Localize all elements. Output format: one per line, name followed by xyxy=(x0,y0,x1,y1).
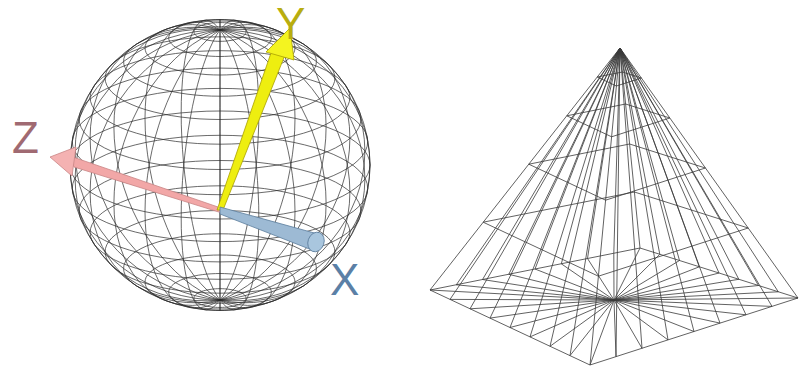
wire-pyramid xyxy=(430,48,798,365)
x-axis xyxy=(220,207,327,254)
x-axis-label: X xyxy=(330,258,359,302)
z-axis xyxy=(50,147,222,213)
y-axis-label: Y xyxy=(276,2,305,46)
z-axis-label: Z xyxy=(12,116,39,160)
y-axis xyxy=(217,28,294,210)
wire-sphere xyxy=(70,20,370,311)
